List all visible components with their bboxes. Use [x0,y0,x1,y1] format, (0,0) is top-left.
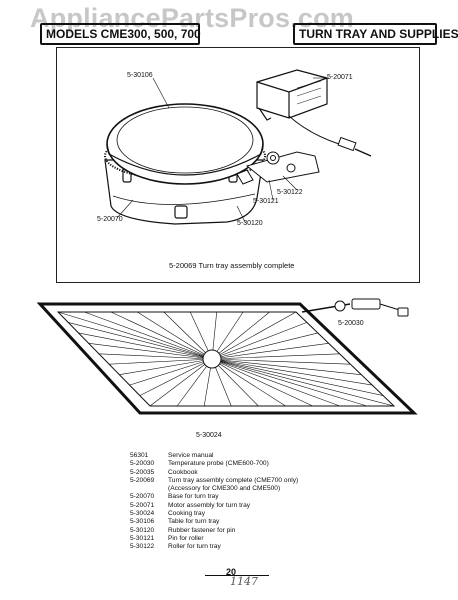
part-description: Cooking tray [168,510,206,518]
cooking-tray [36,302,418,415]
tray-ray [110,311,213,360]
label-probe: 5-20030 [338,320,364,327]
parts-list-row: 5-30121 Pin for roller [130,535,430,543]
tray-ray [211,332,318,360]
parts-list-row: 5-30122 Roller for turn tray [130,543,430,551]
tray-ray [84,311,213,360]
turn-tray-table [106,103,264,185]
handwritten-note: 1147 [230,575,258,588]
tray-ray [211,358,395,407]
motor-assembly [256,69,328,121]
assembly-panel: 5-30106 5-20071 5-30122 5-30121 5-20070 … [56,47,420,283]
label-tray: 5-30024 [196,432,222,439]
part-number: 5-30024 [130,510,155,518]
part-description: (Accessory for CME300 and CME500) [168,485,281,493]
tray-ray [78,332,213,360]
part-description: Service manual [168,452,214,459]
parts-list: 56301 Service manual 5-20030 Temperature pr… [130,452,430,552]
part-number: 5-20035 [130,468,155,476]
part-number: 5-20070 [130,493,155,501]
part-number: 5-30122 [130,543,155,551]
tray-ray [57,311,213,360]
label-roller: 5-30122 [277,189,303,196]
tray-ray [139,358,213,396]
models-label: MODELS CME300, 500, 700 [40,23,201,45]
tray-ray [88,343,213,360]
parts-list-row: 5-30106 Table for turn tray [130,518,430,526]
page-number: 20 [226,567,237,577]
part-description: Pin for roller [168,534,204,542]
section-title: TURN TRAY AND SUPPLIES [293,23,458,45]
tray-ray [109,358,213,365]
label-table: 5-30106 [127,72,153,79]
parts-list-row: 5-30120 Rubber fastener for pin [130,527,430,535]
part-description: Base for turn tray [168,493,219,501]
tray-ray [211,358,367,407]
part-number: 5-20071 [130,501,155,509]
assembly-caption: 5-20069 Turn tray assembly complete [169,261,295,270]
turn-tray-assembly-drawing [104,69,372,225]
part-number: 5-30106 [130,518,155,526]
tray-ray [211,311,297,360]
part-number [130,485,168,493]
part-number: 5-20030 [130,460,155,468]
part-description: Motor assembly for turn tray [168,501,251,509]
part-number: 5-30121 [130,534,155,542]
cooking-tray-drawing [36,298,418,415]
part-description: Rubber fastener for pin [168,526,236,534]
label-pin: 5-30121 [253,198,279,205]
tray-ray [211,358,286,407]
tray-ray [211,311,270,360]
tray-ray [211,358,313,407]
tray-ray [176,358,213,407]
page-rule [205,575,269,576]
label-motor: 5-20071 [327,74,353,81]
tray-ray [211,358,259,407]
tray-ray [98,353,213,360]
part-number: 5-20069 [130,476,155,484]
parts-list-row: 5-20070 Base for turn tray [130,493,430,501]
part-description: Roller for turn tray [168,543,221,551]
tray-ray [119,358,213,375]
tray-ray [211,358,362,375]
tray-ray [211,358,351,365]
parts-list-row: (Accessory for CME300 and CME500) [130,485,430,493]
watermark: AppliancePartsPros.com [30,3,355,33]
temperature-probe [301,298,409,317]
parts-list-row: 5-20071 Motor assembly for turn tray [130,502,430,510]
tray-ray [211,358,340,407]
tray-ray [211,322,308,360]
tray-ray [211,358,373,386]
tray-ray [68,322,213,360]
parts-list-row: 56301 Service manual [130,452,430,460]
roller-bracket [236,151,320,185]
tray-ray [211,358,384,396]
tray-ray [211,353,340,360]
part-number: 5-30120 [130,526,155,534]
part-description: Table for turn tray [168,518,220,526]
part-description: Temperature probe (CME600-700) [168,460,269,468]
part-number: 56301 [130,452,149,459]
part-description: Turn tray assembly complete (CME700 only… [168,476,299,484]
tray-ray [211,343,329,360]
parts-list-row: 5-30024 Cooking tray [130,510,430,518]
tray-ray [149,358,213,407]
parts-list-row: 5-20030 Temperature probe (CME600-700) [130,460,430,468]
leader-lines [116,77,329,223]
page-header: AppliancePartsPros.com MODELS CME300, 50… [0,0,458,46]
tray-ray [137,311,213,360]
label-fastener: 5-30120 [237,220,263,227]
parts-list-row: 5-20035 Cookbook [130,469,430,477]
parts-list-row: 5-20069 Turn tray assembly complete (CME7… [130,477,430,485]
label-base: 5-20070 [97,216,123,223]
motor-cord [288,115,372,157]
tray-ray [163,311,213,360]
part-description: Cookbook [168,468,198,476]
tray-ray [129,358,213,386]
